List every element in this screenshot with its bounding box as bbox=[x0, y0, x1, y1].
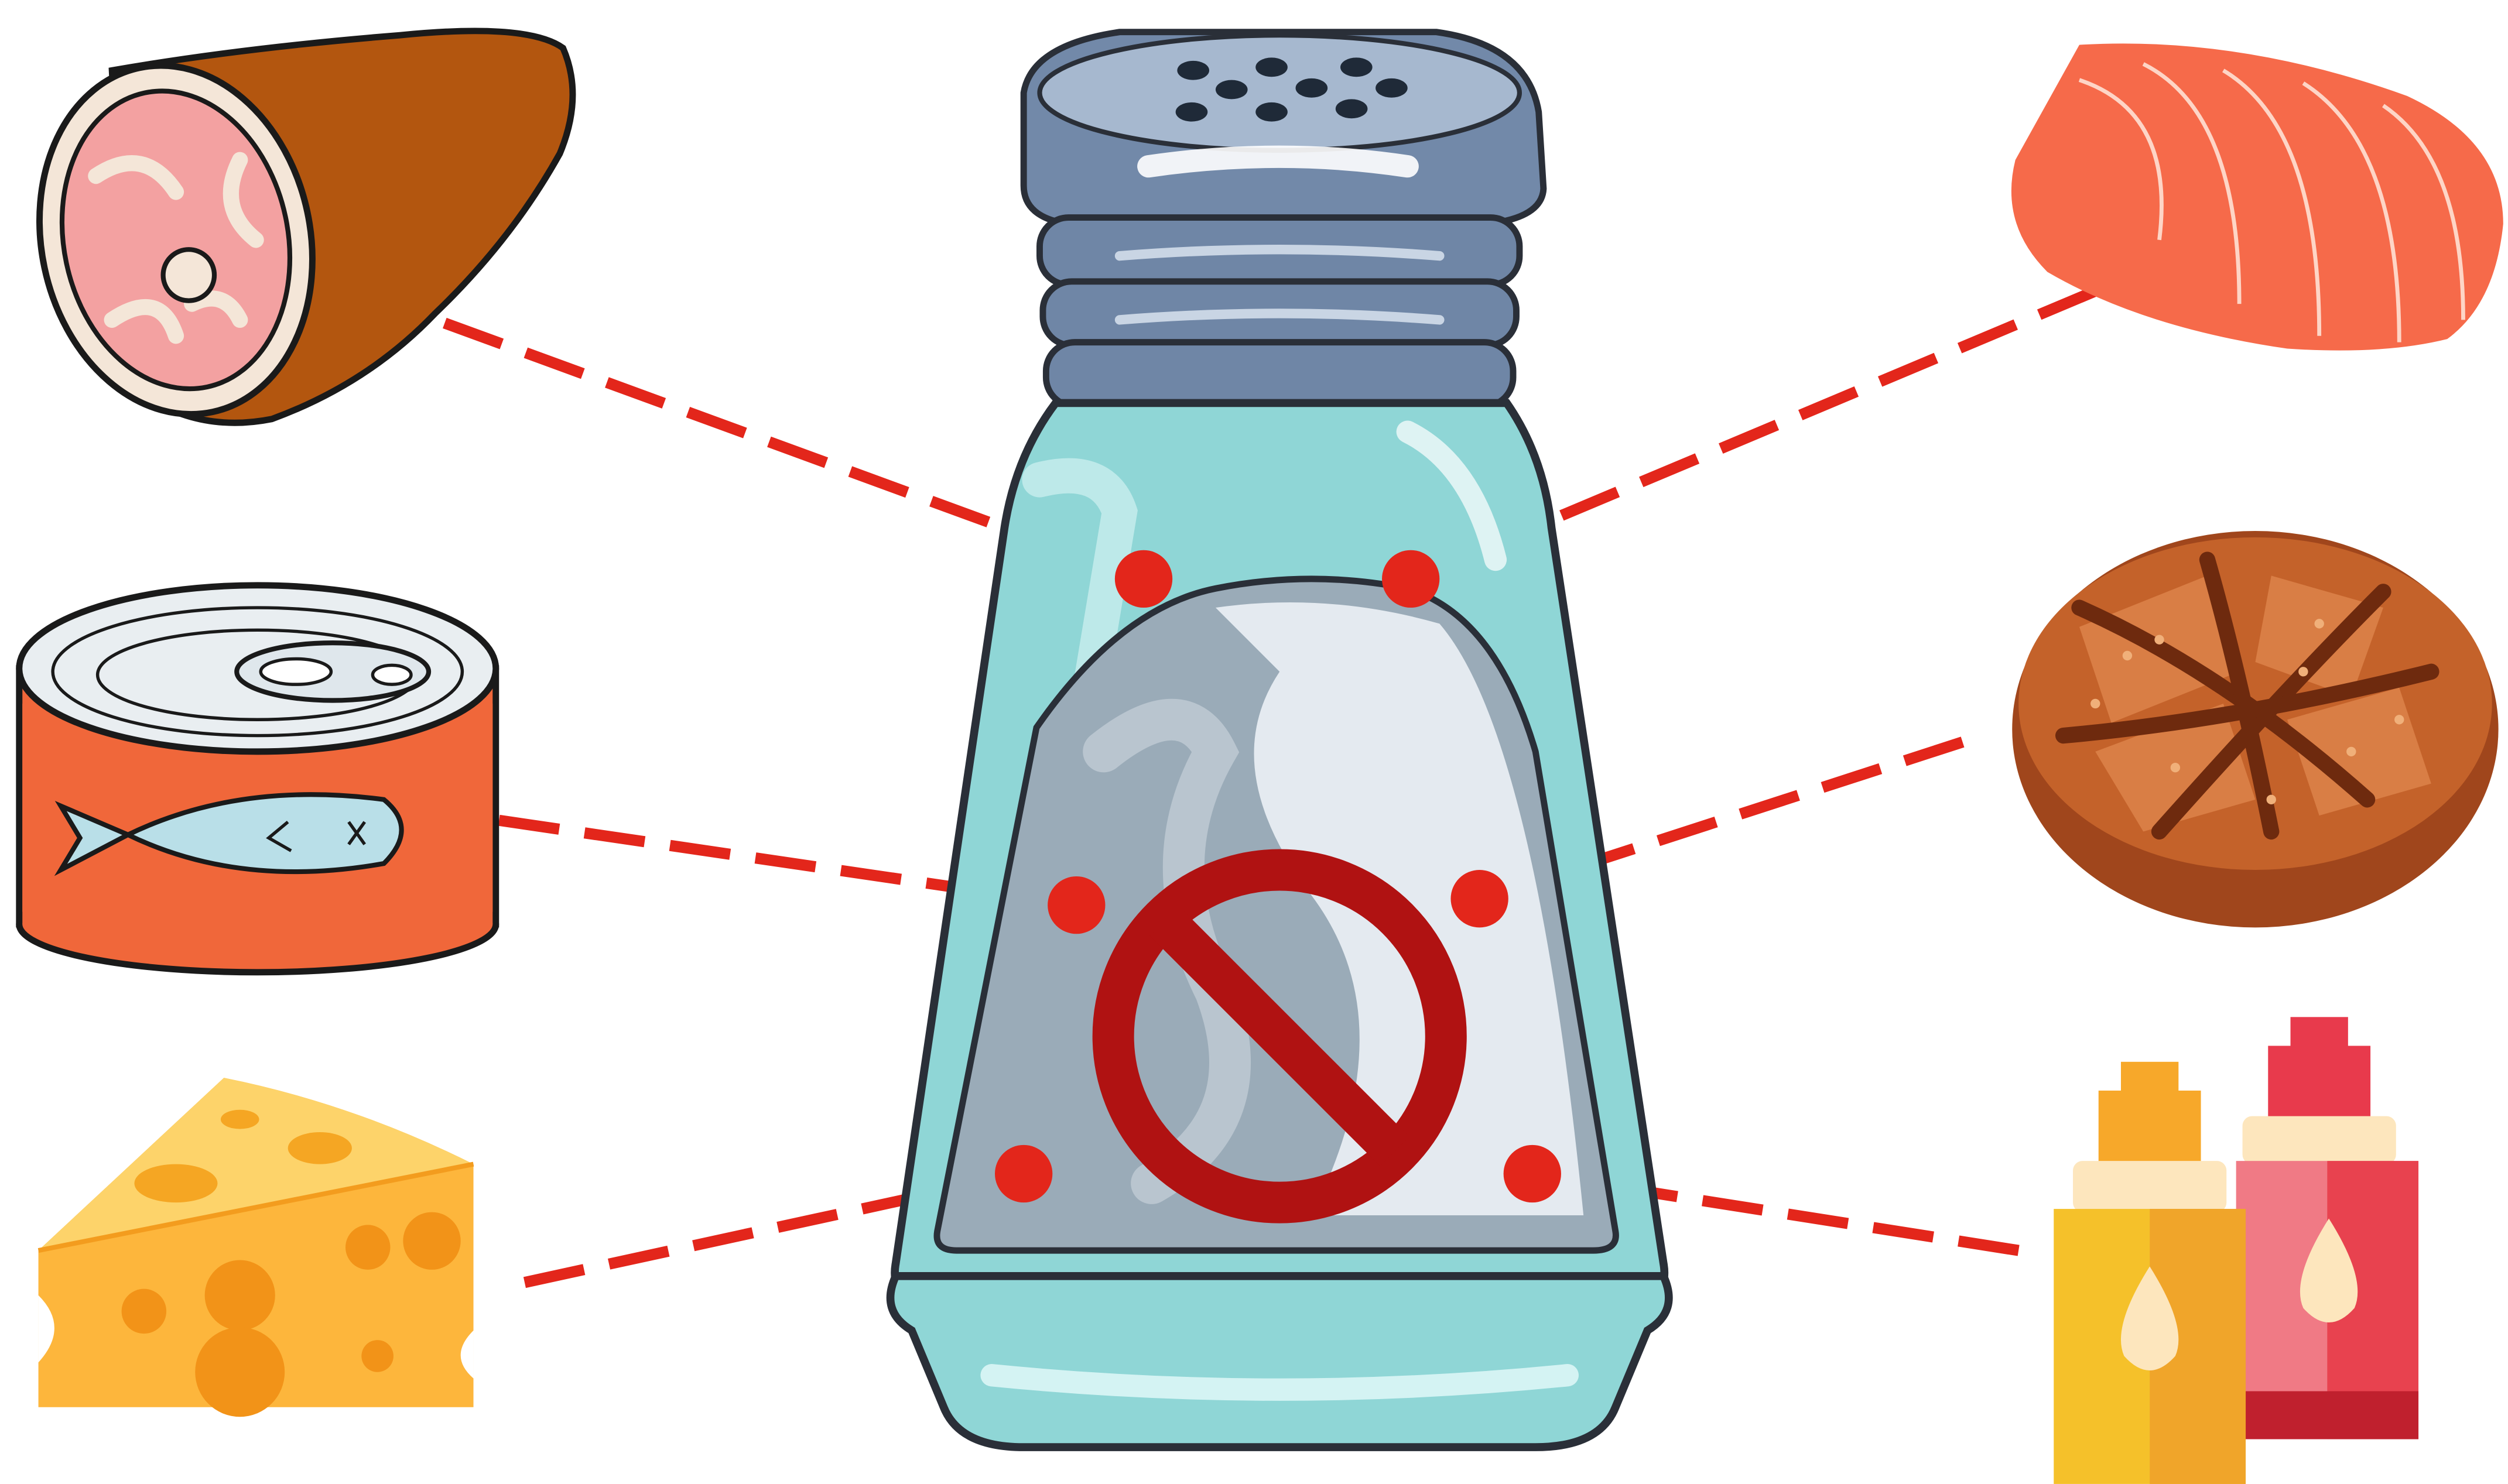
sauce-bottles-icon bbox=[2054, 1017, 2418, 1484]
ham-icon bbox=[8, 31, 573, 440]
cheese-icon bbox=[39, 1078, 474, 1417]
dot-sauce bbox=[1504, 1145, 1561, 1202]
dot-cheese bbox=[995, 1145, 1052, 1202]
salmon-fillet-icon bbox=[2011, 43, 2503, 350]
shaker-cap-ring-3 bbox=[1046, 342, 1513, 406]
canned-fish-icon bbox=[19, 585, 496, 972]
bread-loaf-icon bbox=[2012, 531, 2498, 927]
dot-salmon bbox=[1382, 550, 1439, 608]
dot-ham bbox=[1115, 550, 1172, 608]
dot-can bbox=[1048, 876, 1105, 934]
dot-bread bbox=[1450, 870, 1508, 927]
salt-shaker bbox=[891, 32, 1669, 1447]
shaker-base bbox=[891, 1276, 1669, 1447]
